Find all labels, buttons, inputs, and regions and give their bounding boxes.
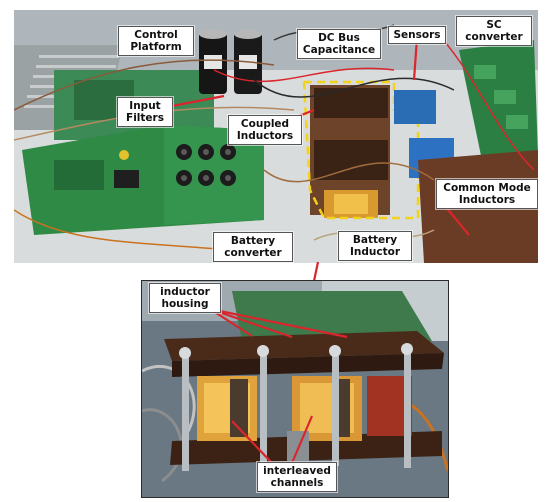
label-interleaved-channels: interleaved channels <box>257 462 337 492</box>
inductor-detail-photo <box>141 280 449 498</box>
label-coupled-inductors: Coupled Inductors <box>228 115 302 145</box>
label-input-filters: Input Filters <box>117 97 173 127</box>
inductor-detail-illustration <box>142 281 448 497</box>
label-sensors: Sensors <box>388 26 446 44</box>
label-inductor-housing: inductor housing <box>149 283 221 313</box>
label-dc-bus-capacitance: DC Bus Capacitance <box>297 29 381 59</box>
label-common-mode-inductors: Common Mode Inductors <box>436 179 538 209</box>
label-battery-inductor: Battery Inductor <box>338 231 412 261</box>
label-sc-converter: SC converter <box>456 16 532 46</box>
label-battery-converter: Battery converter <box>213 232 293 262</box>
label-control-platform: Control Platform <box>118 26 194 56</box>
